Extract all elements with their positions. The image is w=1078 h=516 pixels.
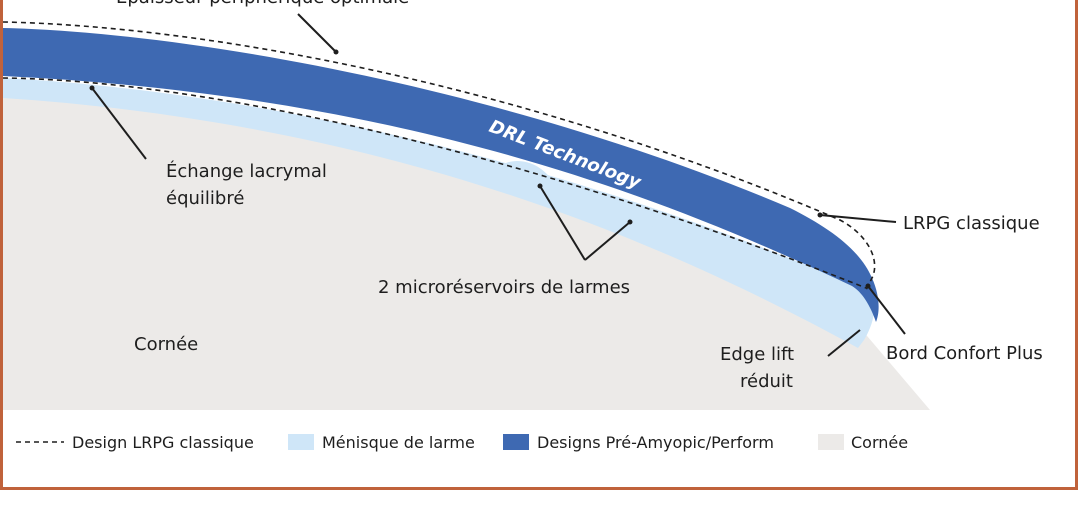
leader-edge (827, 329, 861, 357)
legend-label: Cornée (851, 433, 908, 452)
label-epaisseur: Épaisseur périphérique optimale (116, 0, 409, 8)
legend-label: Designs Pré-Amyopic/Perform (537, 433, 774, 452)
leader-lrpg (819, 214, 897, 223)
leader-echange (91, 87, 147, 160)
classic-lrpg-inner (2, 77, 867, 289)
micro-reservoir-1 (498, 160, 555, 185)
dot-epaisseur (333, 49, 339, 55)
legend-swatch-cornea (818, 434, 844, 450)
label-cornee: Cornée (134, 334, 198, 355)
label-edge-line1: Edge lift (720, 344, 794, 365)
label-echange-line1: Échange lacrymal (166, 160, 327, 182)
label-lrpg: LRPG classique (903, 213, 1040, 234)
legend-label: Ménisque de larme (322, 433, 475, 452)
label-echange-line2: équilibré (166, 188, 244, 209)
micro-reservoir-2 (606, 203, 664, 230)
legend: Design LRPG classique Ménisque de larme … (16, 433, 908, 452)
leader-epaisseur (297, 13, 336, 52)
tear-meniscus (3, 78, 875, 348)
classic-lrpg-outline (2, 21, 876, 291)
label-edge-line2: réduit (740, 371, 793, 392)
lens-shape (3, 28, 879, 322)
label-reservoirs: 2 microréservoirs de larmes (378, 277, 630, 298)
leader-reservoir-2 (584, 221, 631, 261)
leader-bord (867, 285, 906, 335)
legend-swatch-lens (503, 434, 529, 450)
legend-swatch-meniscus (288, 434, 314, 450)
dot-echange (89, 85, 95, 91)
cornea-shape (3, 98, 930, 410)
leader-reservoir-1 (539, 185, 586, 261)
frame-border (0, 0, 1078, 490)
label-bord: Bord Confort Plus (886, 343, 1043, 364)
legend-label: Design LRPG classique (72, 433, 254, 452)
